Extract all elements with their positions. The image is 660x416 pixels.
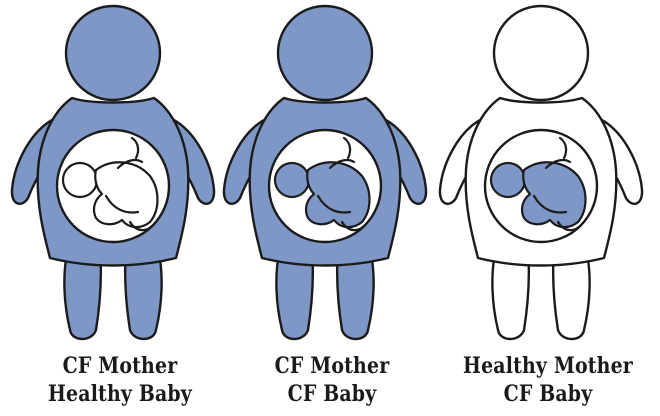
womb [485, 130, 597, 242]
mother-illustration [222, 0, 442, 350]
caption-line-mother: CF Mother [237, 352, 426, 380]
caption: CF Mother Healthy Baby [25, 352, 214, 408]
figure-cf-mother-cf-baby: CF Mother CF Baby [222, 0, 442, 416]
figure-healthy-mother-cf-baby: Healthy Mother CF Baby [438, 0, 658, 416]
caption: CF Mother CF Baby [237, 352, 426, 408]
caption-line-mother: CF Mother [25, 352, 214, 380]
womb [269, 130, 381, 242]
caption-line-mother: Healthy Mother [453, 352, 642, 380]
womb [57, 130, 169, 242]
mother-illustration [438, 0, 658, 350]
caption-line-baby: CF Baby [237, 380, 426, 408]
caption: Healthy Mother CF Baby [453, 352, 642, 408]
caption-line-baby: Healthy Baby [25, 380, 214, 408]
mother-illustration [10, 0, 230, 350]
figure-cf-mother-healthy-baby: CF Mother Healthy Baby [10, 0, 230, 416]
caption-line-baby: CF Baby [453, 380, 642, 408]
